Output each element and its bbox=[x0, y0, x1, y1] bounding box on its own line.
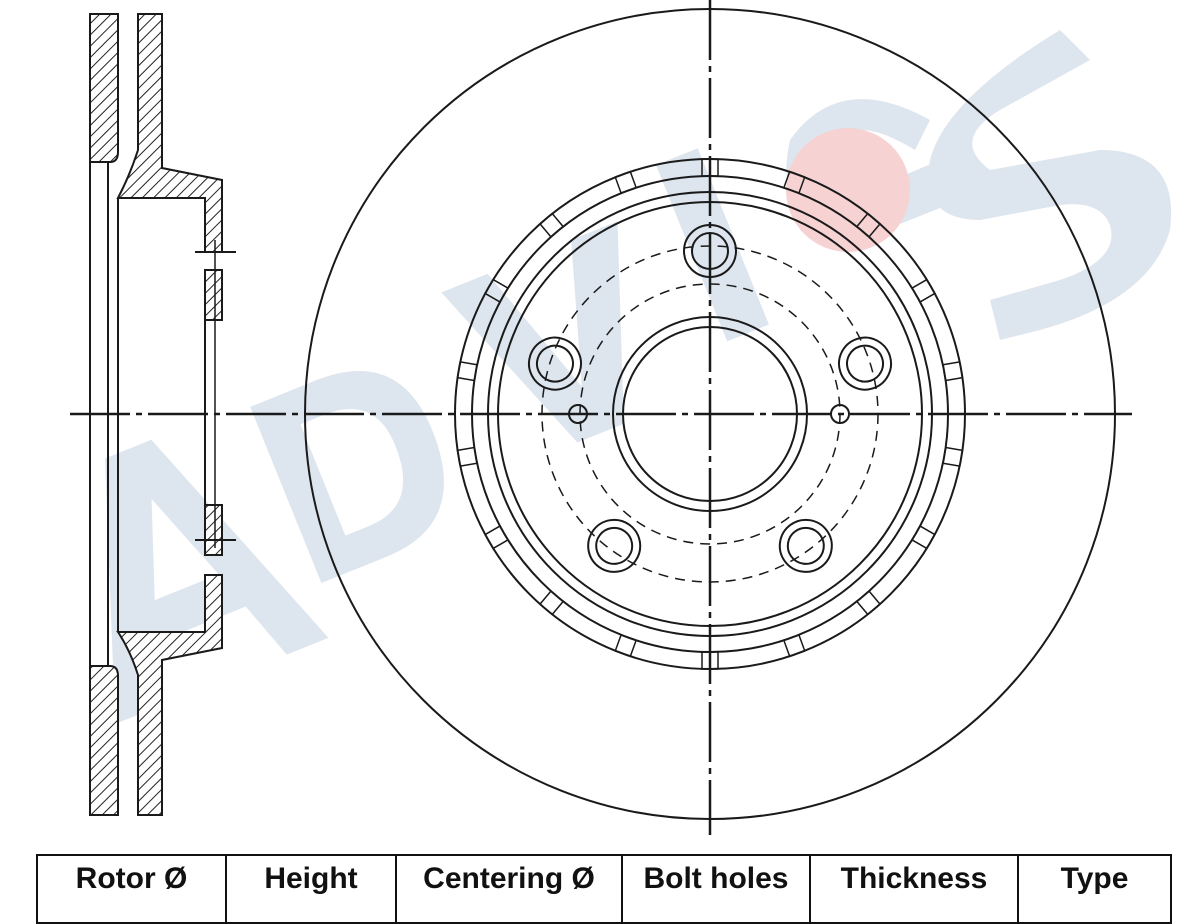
bolt-hole bbox=[778, 518, 833, 573]
advics-watermark bbox=[104, 30, 1172, 724]
header-height: Height bbox=[225, 854, 397, 924]
bolt-hole bbox=[527, 336, 582, 391]
bolt-hole bbox=[587, 518, 642, 573]
spec-header-row: Rotor Ø Height Centering Ø Bolt holes Th… bbox=[36, 854, 1172, 924]
header-bolt-holes: Bolt holes bbox=[621, 854, 811, 924]
header-type: Type bbox=[1017, 854, 1172, 924]
header-thickness: Thickness bbox=[809, 854, 1019, 924]
bolt-hole bbox=[838, 336, 893, 391]
header-centering-diameter: Centering Ø bbox=[395, 854, 623, 924]
center-lines bbox=[70, 0, 1132, 835]
spec-table: Rotor Ø Height Centering Ø Bolt holes Th… bbox=[36, 854, 1172, 924]
header-rotor-diameter: Rotor Ø bbox=[36, 854, 227, 924]
vent-slots bbox=[456, 158, 964, 670]
rotor-cross-section bbox=[89, 13, 236, 816]
brake-disc-drawing bbox=[70, 0, 1172, 835]
watermark-dot bbox=[786, 128, 910, 252]
